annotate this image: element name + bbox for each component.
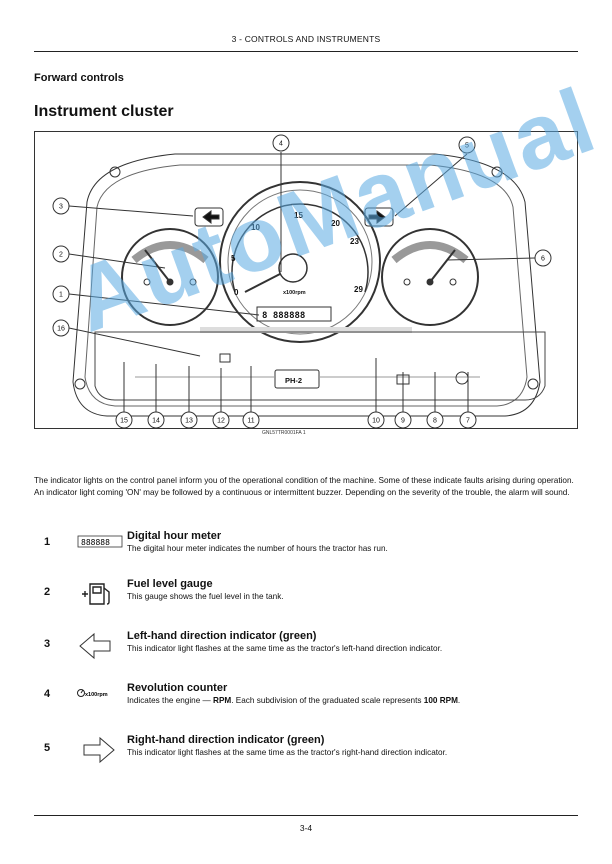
svg-text:x100rpm: x100rpm bbox=[85, 692, 108, 698]
figure-id: GNL57TR0001FA 1 bbox=[262, 430, 306, 436]
svg-text:10: 10 bbox=[372, 418, 380, 425]
svg-text:8: 8 bbox=[433, 418, 437, 425]
svg-text:7: 7 bbox=[466, 418, 470, 425]
callout-6: 6 bbox=[534, 249, 552, 267]
callout-5: 5 bbox=[458, 136, 476, 154]
page-title: Instrument cluster bbox=[34, 103, 174, 120]
revolution-counter-icon: x100rpm bbox=[74, 682, 130, 712]
ph2-box bbox=[274, 369, 320, 389]
item-description: The digital hour meter indicates the num… bbox=[127, 544, 388, 553]
fuel-pump-icon bbox=[74, 578, 130, 608]
callout-9: 9 bbox=[394, 411, 412, 429]
footer-rule bbox=[34, 815, 578, 816]
fuel-gauge bbox=[121, 228, 219, 326]
svg-text:13: 13 bbox=[185, 418, 193, 425]
callout-4: 4 bbox=[272, 134, 290, 152]
tach-tick-20: 20 bbox=[331, 219, 340, 228]
tach-tick-29: 29 bbox=[354, 285, 363, 294]
section-title: Forward controls bbox=[34, 72, 124, 84]
warning-light-panel bbox=[94, 331, 546, 401]
item-title: Revolution counter bbox=[127, 682, 228, 694]
digital-hour-meter-icon: 888888 bbox=[74, 530, 130, 560]
svg-text:8 888888: 8 888888 bbox=[262, 311, 305, 321]
svg-text:3: 3 bbox=[59, 204, 63, 211]
left-arrow-icon bbox=[74, 630, 130, 660]
item-number: 1 bbox=[44, 536, 51, 548]
svg-text:16: 16 bbox=[57, 326, 65, 333]
item-title: Digital hour meter bbox=[127, 530, 222, 542]
tach-tick-23: 23 bbox=[350, 237, 359, 246]
item-description: This indicator light flashes at the same… bbox=[127, 644, 443, 653]
callout-8: 8 bbox=[426, 411, 444, 429]
item-5: 5 Right-hand direction indicator (green)… bbox=[34, 734, 578, 778]
tach-tick-15: 15 bbox=[294, 211, 303, 220]
svg-text:5: 5 bbox=[465, 143, 469, 150]
item-number: 4 bbox=[44, 688, 51, 700]
svg-text:888888: 888888 bbox=[81, 538, 110, 547]
left-indicator-box bbox=[194, 207, 224, 227]
callout-7: 7 bbox=[459, 411, 477, 429]
svg-text:14: 14 bbox=[152, 418, 160, 425]
item-title: Left-hand direction indicator (green) bbox=[127, 630, 317, 642]
item-title: Fuel level gauge bbox=[127, 578, 213, 590]
tachometer bbox=[219, 181, 381, 343]
tach-tick-0: 0 bbox=[234, 288, 239, 297]
right-arrow-icon bbox=[74, 734, 130, 764]
item-description: Indicates the engine — RPM. Each subdivi… bbox=[127, 696, 461, 705]
item-description: This indicator light flashes at the same… bbox=[127, 748, 448, 757]
svg-text:12: 12 bbox=[217, 418, 225, 425]
item-4: 4 x100rpm Revolution counter Indicates t… bbox=[34, 682, 578, 726]
svg-text:11: 11 bbox=[247, 418, 254, 425]
callout-1: 1 bbox=[52, 285, 70, 303]
callout-15: 15 bbox=[115, 411, 133, 429]
header-rule bbox=[34, 51, 578, 52]
item-3: 3 Left-hand direction indicator (green) … bbox=[34, 630, 578, 674]
svg-text:4: 4 bbox=[279, 141, 283, 148]
callout-14: 14 bbox=[147, 411, 165, 429]
instrument-cluster-diagram: 0 5 10 15 20 23 29 x100rpm PH-2 8 888888 bbox=[52, 134, 552, 429]
svg-text:1: 1 bbox=[59, 292, 63, 299]
svg-text:2: 2 bbox=[59, 252, 63, 259]
callout-3: 3 bbox=[52, 197, 70, 215]
item-1: 1 888888 Digital hour meter The digital … bbox=[34, 530, 578, 574]
callout-12: 12 bbox=[212, 411, 230, 429]
svg-text:15: 15 bbox=[120, 418, 128, 425]
instrument-cluster-figure: 0 5 10 15 20 23 29 x100rpm PH-2 8 888888 bbox=[34, 131, 578, 429]
intro-paragraph: The indicator lights on the control pane… bbox=[34, 476, 574, 497]
page-number: 3-4 bbox=[299, 823, 313, 833]
callout-11: 11 bbox=[242, 411, 260, 429]
item-number: 5 bbox=[44, 742, 51, 754]
cluster-housing bbox=[72, 153, 541, 417]
svg-text:9: 9 bbox=[401, 418, 405, 425]
item-2: 2 Fuel level gauge This gauge shows the … bbox=[34, 578, 578, 622]
item-description: This gauge shows the fuel level in the t… bbox=[127, 592, 284, 601]
item-number: 2 bbox=[44, 586, 51, 598]
ph2-label: PH-2 bbox=[285, 376, 302, 385]
callout-16: 16 bbox=[52, 319, 70, 337]
svg-text:6: 6 bbox=[541, 256, 545, 263]
running-header: 3 - CONTROLS AND INSTRUMENTS bbox=[231, 34, 381, 44]
callout-13: 13 bbox=[180, 411, 198, 429]
item-title: Right-hand direction indicator (green) bbox=[127, 734, 325, 746]
temperature-gauge bbox=[381, 228, 479, 326]
tach-tick-5: 5 bbox=[231, 254, 236, 263]
tach-unit: x100rpm bbox=[283, 290, 306, 296]
callout-2: 2 bbox=[52, 245, 70, 263]
hour-meter-display bbox=[256, 306, 332, 322]
callout-10: 10 bbox=[367, 411, 385, 429]
item-number: 3 bbox=[44, 638, 51, 650]
tach-tick-10: 10 bbox=[251, 223, 260, 232]
